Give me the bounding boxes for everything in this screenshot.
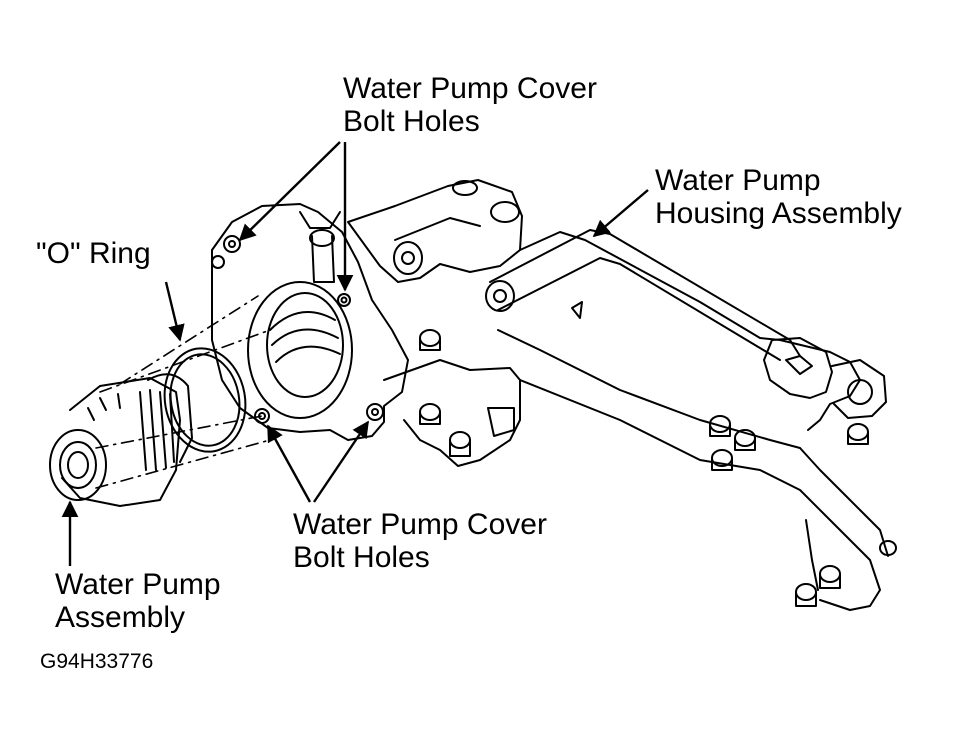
pump-assembly-part	[49, 373, 193, 507]
label-housing-assembly: Water Pump Housing Assembly	[655, 164, 902, 230]
label-pump-assembly: Water Pump Assembly	[55, 568, 221, 634]
label-line: Bolt Holes	[293, 541, 430, 574]
label-line: Water Pump	[55, 568, 221, 601]
label-line: Water Pump Cover	[343, 72, 597, 105]
flange-bore	[247, 281, 353, 419]
label-line: "O" Ring	[36, 237, 151, 270]
label-cover-bolt-holes-top: Water Pump Cover Bolt Holes	[343, 72, 597, 138]
label-line: Assembly	[55, 601, 186, 634]
top-boss	[347, 179, 523, 283]
callout-arrows	[61, 141, 649, 566]
label-line: Water Pump Cover	[293, 508, 547, 541]
lower-arm	[519, 379, 881, 611]
label-line: Water Pump	[655, 164, 821, 197]
label-cover-bolt-holes-bottom: Water Pump Cover Bolt Holes	[293, 508, 547, 574]
label-line: Bolt Holes	[343, 105, 480, 138]
label-line: Housing Assembly	[655, 197, 902, 230]
alignment-lines	[95, 295, 271, 489]
inlet-pipe	[299, 211, 341, 229]
figure-code: G94H33776	[40, 650, 154, 673]
label-o-ring: "O" Ring	[36, 237, 151, 270]
bolts	[419, 329, 897, 607]
end-bracket	[763, 337, 833, 399]
manifold-arm	[519, 231, 861, 431]
cross-tube	[489, 229, 801, 357]
